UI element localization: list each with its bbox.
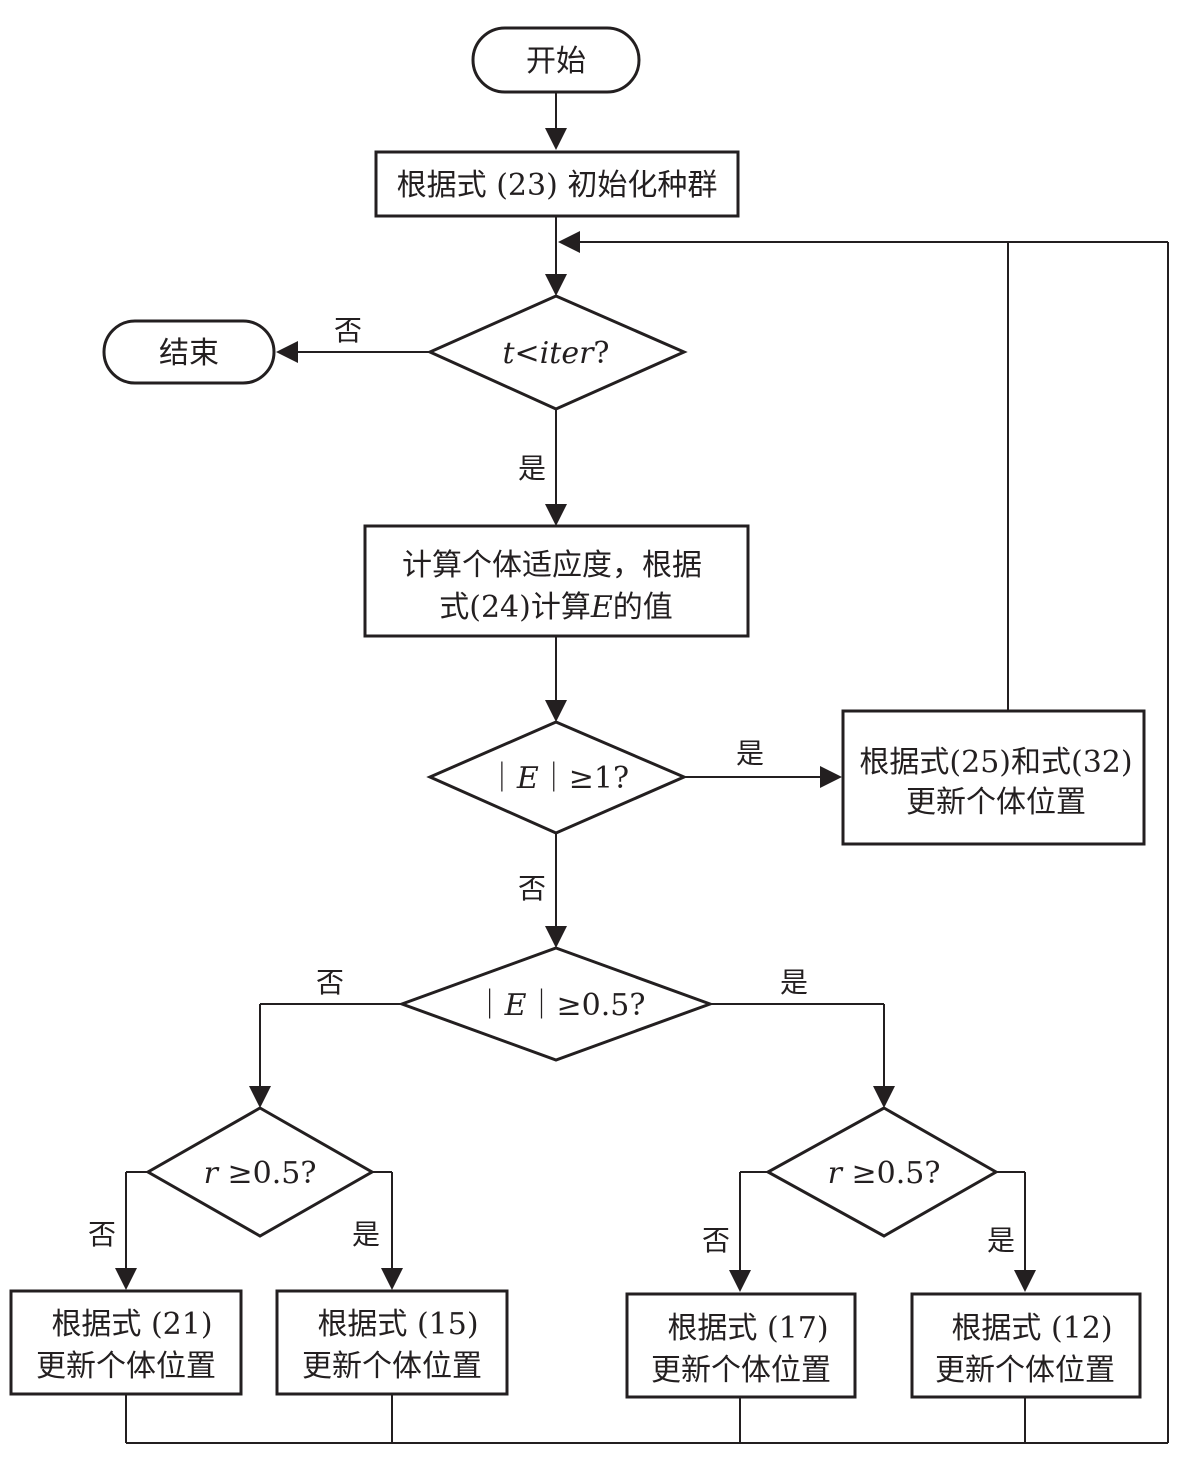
init-population-node: 根据式 (23) 初始化种群: [374, 150, 740, 218]
arrow-to-box15: [381, 1268, 403, 1290]
arrow-to-explore: [820, 766, 842, 788]
end-node: 结束: [102, 319, 276, 385]
iteration-no-label: 否: [334, 314, 362, 347]
r-left-yes-label: 是: [352, 1218, 380, 1251]
arrow-loop-back: [558, 231, 580, 253]
arrow-to-cond-e05: [545, 926, 567, 948]
iteration-yes-label: 是: [518, 452, 546, 485]
e-ge-05-yes-label: 是: [780, 966, 808, 999]
update-box-21-line2: 更新个体位置: [36, 1349, 216, 1384]
r-condition-left-node: r ≥0.5?: [144, 1106, 376, 1238]
update-box-15-line2: 更新个体位置: [302, 1349, 482, 1384]
update-box-12-line1: 根据式 (12): [951, 1311, 1112, 1346]
r-condition-left-label: r ≥0.5?: [204, 1156, 317, 1191]
arrow-to-cond-iter: [545, 274, 567, 296]
r-right-no-label: 否: [702, 1224, 730, 1257]
e-ge-1-no-label: 否: [518, 872, 546, 905]
update-box-12-line2: 更新个体位置: [935, 1353, 1115, 1388]
e-ge-1-condition-node: ｜E｜≥1?: [426, 720, 688, 835]
end-label: 结束: [159, 336, 219, 371]
update-box-17-line2: 更新个体位置: [651, 1353, 831, 1388]
r-right-yes-label: 是: [987, 1224, 1015, 1257]
fitness-label-line1: 计算个体适应度，根据: [402, 548, 702, 583]
iteration-condition-label: t<iter?: [502, 336, 609, 371]
e-ge-05-condition-node: ｜E｜≥0.5?: [397, 946, 715, 1062]
e-ge-05-condition-label: ｜E｜≥0.5?: [475, 988, 646, 1023]
r-condition-right-node: r ≥0.5?: [764, 1106, 1000, 1238]
explore-update-line2: 更新个体位置: [906, 785, 1086, 820]
update-box-21: 根据式 (21) 更新个体位置: [9, 1289, 243, 1396]
arrow-to-cond-e1: [545, 700, 567, 722]
arrow-to-fitness: [545, 504, 567, 526]
update-box-12: 根据式 (12) 更新个体位置: [910, 1292, 1142, 1399]
start-node: 开始: [471, 26, 641, 94]
arrow-to-box17: [729, 1270, 751, 1292]
e-ge-1-condition-label: ｜E｜≥1?: [487, 761, 629, 796]
arrow-to-init: [545, 128, 567, 150]
e-ge-1-yes-label: 是: [736, 737, 764, 770]
arrow-to-box12: [1014, 1270, 1036, 1292]
explore-update-node: 根据式(25)和式(32) 更新个体位置: [841, 709, 1146, 846]
arrow-to-end: [276, 341, 298, 363]
connectors: [115, 92, 1169, 1444]
fitness-node: 计算个体适应度，根据 式(24)计算E的值: [363, 524, 750, 638]
iteration-condition-node: t<iter?: [426, 294, 688, 411]
update-box-15: 根据式 (15) 更新个体位置: [275, 1289, 509, 1396]
fitness-label-line2: 式(24)计算E的值: [439, 590, 673, 625]
update-box-21-line1: 根据式 (21): [51, 1307, 212, 1342]
init-population-label: 根据式 (23) 初始化种群: [397, 168, 718, 203]
arrow-to-cond-r-left: [249, 1086, 271, 1108]
update-box-15-line1: 根据式 (15): [317, 1307, 478, 1342]
r-condition-right-label: r ≥0.5?: [828, 1156, 941, 1191]
start-label: 开始: [526, 44, 586, 79]
update-box-17-line1: 根据式 (17): [667, 1311, 828, 1346]
arrow-to-cond-r-right: [873, 1086, 895, 1108]
update-box-17: 根据式 (17) 更新个体位置: [625, 1292, 857, 1399]
e-ge-05-no-label: 否: [316, 966, 344, 999]
r-left-no-label: 否: [88, 1218, 116, 1251]
arrow-to-box21: [115, 1268, 137, 1290]
explore-update-line1: 根据式(25)和式(32): [859, 745, 1132, 780]
